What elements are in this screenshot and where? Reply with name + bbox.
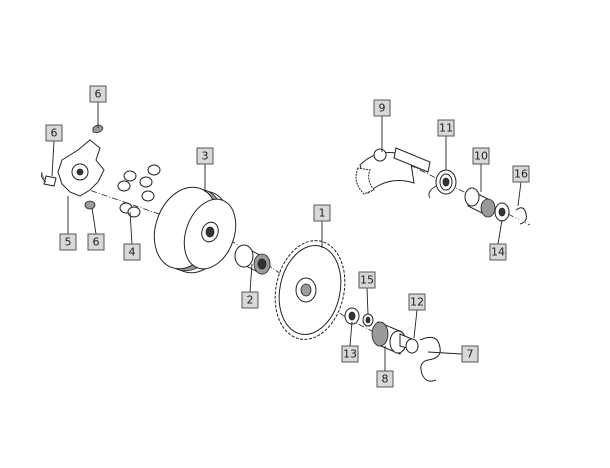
part-ramp-plate — [43, 139, 105, 197]
part-washer-14 — [494, 202, 510, 222]
svg-text:16: 16 — [514, 168, 528, 181]
callout-6-left: 6 — [45, 124, 63, 142]
part-variator-pulley — [153, 186, 237, 274]
callout-1: 1 — [313, 204, 331, 222]
part-circlip-16 — [515, 207, 527, 225]
svg-text:13: 13 — [343, 348, 357, 361]
callout-2: 2 — [241, 291, 259, 309]
svg-text:10: 10 — [474, 150, 488, 163]
part-pinion — [371, 321, 415, 355]
part-bushing-10 — [464, 187, 496, 218]
callout-9: 9 — [373, 99, 391, 117]
part-clips — [41, 124, 104, 210]
part-washers — [344, 307, 374, 327]
callout-13: 13 — [341, 345, 359, 363]
callout-6-top: 6 — [89, 85, 107, 103]
svg-text:12: 12 — [410, 296, 424, 309]
svg-text:14: 14 — [491, 246, 505, 259]
part-rollers — [117, 164, 161, 218]
callout-4: 4 — [123, 243, 141, 261]
callout-11: 11 — [437, 119, 455, 137]
callout-15: 15 — [358, 271, 376, 289]
callout-7: 7 — [461, 345, 479, 363]
svg-text:6: 6 — [95, 88, 102, 101]
callout-6-bottom: 6 — [87, 233, 105, 251]
svg-text:6: 6 — [93, 236, 100, 249]
svg-text:5: 5 — [65, 236, 72, 249]
part-starter-gear — [274, 240, 346, 340]
part-coil-spring — [428, 169, 457, 199]
part-washer-12 — [405, 338, 419, 354]
svg-text:2: 2 — [247, 294, 254, 307]
svg-text:3: 3 — [202, 150, 209, 163]
svg-text:7: 7 — [467, 348, 474, 361]
callout-5: 5 — [59, 233, 77, 251]
callout-12: 12 — [408, 293, 426, 311]
callout-14: 14 — [489, 243, 507, 261]
svg-text:11: 11 — [439, 122, 453, 135]
callout-8: 8 — [376, 370, 394, 388]
svg-text:1: 1 — [319, 207, 326, 220]
svg-text:15: 15 — [360, 274, 374, 287]
part-spring-clip — [419, 336, 441, 382]
callout-16: 16 — [512, 165, 530, 183]
leader-lines — [51, 102, 522, 371]
svg-text:8: 8 — [382, 373, 389, 386]
part-kick-shaft — [355, 147, 431, 195]
svg-text:4: 4 — [129, 246, 136, 259]
svg-text:9: 9 — [379, 102, 386, 115]
svg-text:6: 6 — [51, 127, 58, 140]
callout-3: 3 — [196, 147, 214, 165]
callout-10: 10 — [472, 147, 490, 165]
part-bushing — [234, 244, 271, 275]
